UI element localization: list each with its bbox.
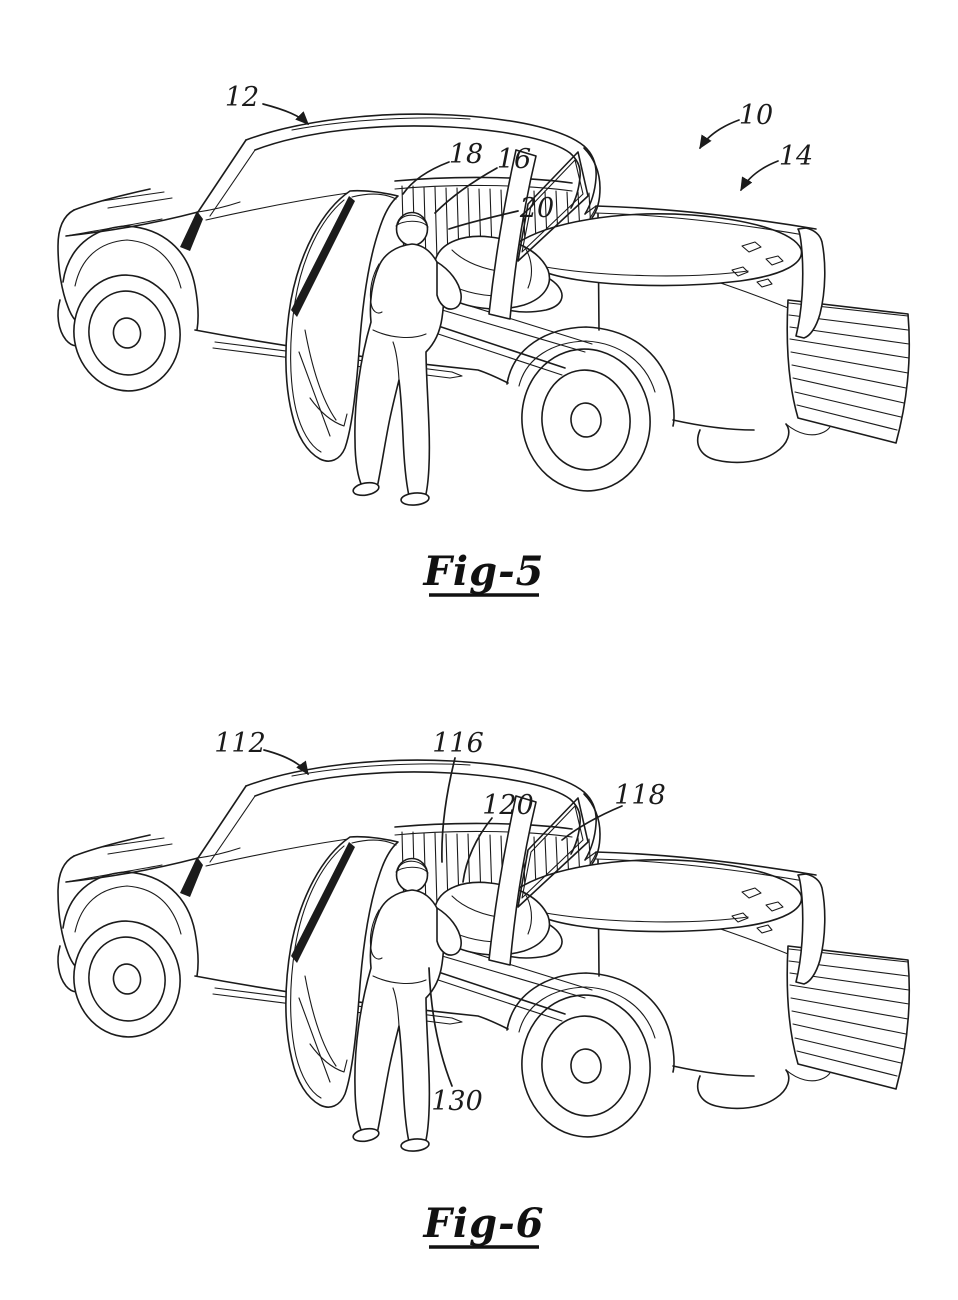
ref-label-20: 20 [519, 193, 554, 224]
leader-line-116 [441, 757, 456, 863]
leader-line-120 [462, 817, 493, 883]
figure5-reference-labels: 12 18 16 20 10 14 [225, 82, 813, 230]
ref-label-116: 116 [432, 728, 484, 759]
leader-line-118 [561, 805, 623, 841]
figure5-caption: Fig-5 [423, 548, 545, 597]
figure6-caption: Fig-6 [423, 1200, 545, 1249]
figure5-caption-text: Fig-5 [423, 548, 545, 595]
leader-line-18 [402, 161, 450, 195]
ref-label-16: 16 [497, 144, 531, 175]
figure-5: 12 18 16 20 10 14 Fig-5 [57, 82, 911, 597]
ref-label-12: 12 [225, 82, 259, 113]
leader-line-20 [448, 210, 519, 230]
ref-label-14: 14 [779, 141, 813, 172]
leader-line-112 [263, 749, 309, 776]
figure6-reference-labels: 112 116 120 118 130 [214, 728, 666, 1117]
leader-line-14 [740, 160, 779, 192]
figure6-caption-text: Fig-6 [423, 1200, 545, 1247]
leader-line-16 [434, 167, 498, 214]
leader-line-12 [262, 103, 309, 125]
figure5-truck-drawing [57, 113, 911, 507]
figure-6: 112 116 120 118 130 Fig-6 [57, 728, 911, 1249]
ref-label-18: 18 [449, 139, 483, 170]
leader-line-130 [428, 967, 453, 1087]
ref-label-112: 112 [214, 728, 266, 759]
ref-label-120: 120 [482, 790, 534, 821]
leader-line-10 [699, 119, 740, 150]
ref-label-130: 130 [431, 1086, 483, 1117]
ref-label-10: 10 [739, 100, 773, 131]
